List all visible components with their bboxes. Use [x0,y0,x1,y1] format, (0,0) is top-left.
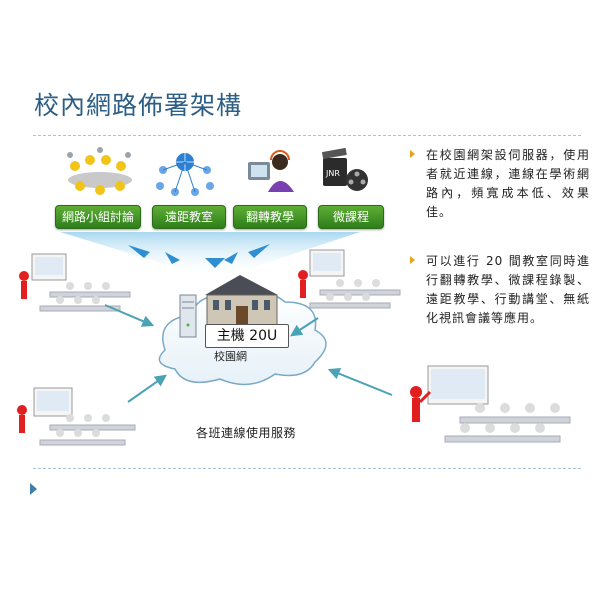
diagram-graphics: JNR [17,147,401,446]
bullet-marker-icon [410,150,415,158]
classroom-top-right [298,249,401,309]
bottom-divider [33,468,581,469]
service-button-remote-classroom[interactable]: 遠距教室 [152,205,226,229]
group-discussion-icon [67,147,132,195]
micro-course-icon-text: JNR [325,169,340,178]
bullet-text: 可以進行 20 間教室同時進行翻轉教學、微課程錄製、遠距教學、行動講堂、無紙化視… [426,254,590,325]
bullet-item: 在校園網架設伺服器，使用者就近連線，連線在學術網路內，頻寬成本低、效果佳。 [410,146,590,222]
server-rack-icon [179,294,197,338]
signal-beam [60,232,360,275]
arrow-top-left [104,304,155,327]
school-building-icon [205,275,278,326]
classroom-bottom-right [410,365,571,443]
corner-arrow-icon [30,483,37,495]
arrow-bottom-right [327,368,393,396]
service-button-group-discussion[interactable]: 網路小組討論 [55,205,141,229]
classroom-bottom-left [17,387,136,446]
flipped-teaching-icon [248,150,294,192]
down-chevrons [128,244,270,268]
network-diagram: JNR [0,140,410,460]
service-button-flipped-teaching[interactable]: 翻轉教學 [233,205,307,229]
network-label: 校園網 [214,350,247,363]
arrow-top-right [289,317,319,337]
diagram-caption: 各班連線使用服務 [196,426,297,440]
bullet-text: 在校園網架設伺服器，使用者就近連線，連線在學術網路內，頻寬成本低、效果佳。 [426,148,590,219]
slide-title: 校內網路佈署架構 [34,91,243,120]
host-label: 主機 20U [205,324,289,348]
remote-classroom-icon [156,153,214,196]
service-button-micro-course[interactable]: 微課程 [318,205,384,229]
micro-course-icon: JNR [321,147,368,191]
arrow-bottom-left [127,374,167,403]
top-divider [33,135,581,136]
bullet-list: 在校園網架設伺服器，使用者就近連線，連線在學術網路內，頻寬成本低、效果佳。 可以… [410,146,590,358]
bullet-item: 可以進行 20 間教室同時進行翻轉教學、微課程錄製、遠距教學、行動講堂、無紙化視… [410,252,590,328]
bullet-marker-icon [410,256,415,264]
classroom-top-left [19,253,131,312]
